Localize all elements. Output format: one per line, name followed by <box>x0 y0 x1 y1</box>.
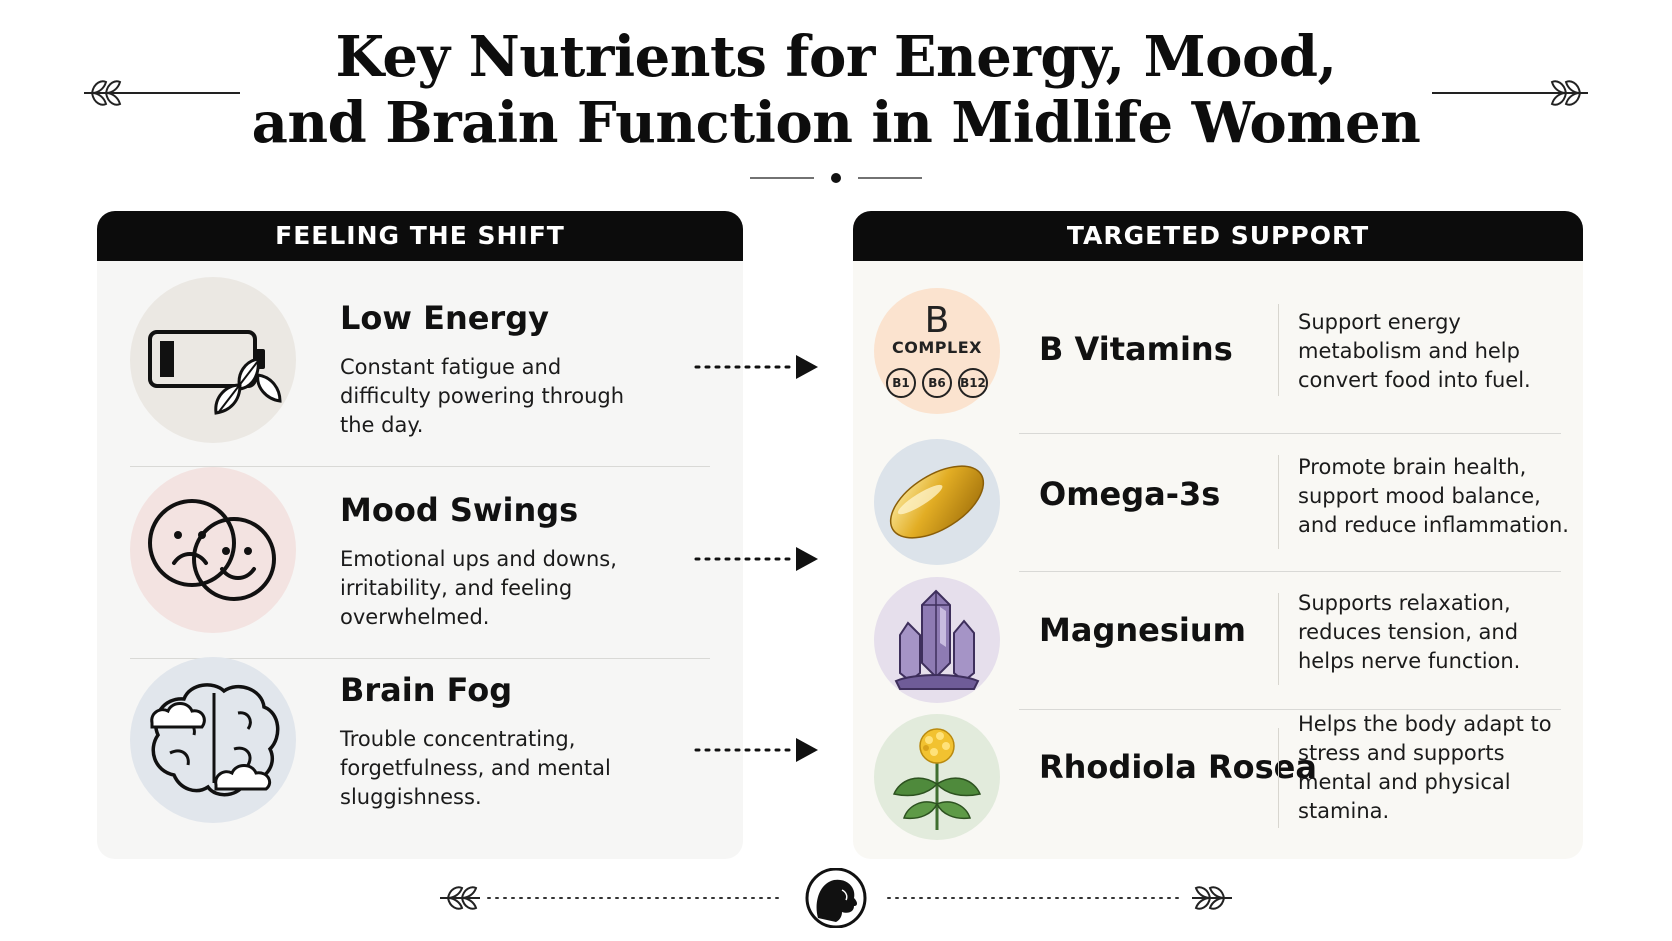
title-line-2: and Brain Function in Midlife Women <box>251 90 1421 156</box>
nutrient-rhodiola-rosea: Rhodiola Rosea Helps the body adapt to s… <box>853 712 1583 850</box>
targeted-support-panel: TARGETED SUPPORT B COMPLEX B1 B6 B12 B V… <box>853 211 1583 859</box>
foggy-brain-icon <box>150 683 280 797</box>
mood-swings-title: Mood Swings <box>340 491 579 529</box>
brain-fog-circle <box>130 657 296 823</box>
page-title: Key Nutrients for Energy, Mood, and Brai… <box>0 24 1672 156</box>
nutrient-vertical-divider <box>1278 728 1279 828</box>
omega-3s-name: Omega-3s <box>1039 475 1221 513</box>
nutrient-b-vitamins: B COMPLEX B1 B6 B12 B Vitamins Support e… <box>853 288 1583 424</box>
brain-fog-title: Brain Fog <box>340 671 513 709</box>
b6-badge: B6 <box>922 368 952 398</box>
mood-swings-description: Emotional ups and downs, irritability, a… <box>340 547 617 629</box>
rhodiola-circle <box>874 714 1000 840</box>
woman-profile-icon <box>805 868 867 928</box>
symptom-mood-swings: Mood Swings Emotional ups and downs, irr… <box>97 453 743 643</box>
nutrient-vertical-divider <box>1278 455 1279 549</box>
sad-happy-faces-icon <box>148 499 276 601</box>
title-divider <box>750 173 922 183</box>
omega-circle <box>874 439 1000 565</box>
targeted-support-header: TARGETED SUPPORT <box>853 211 1583 261</box>
right-laurel-ornament-icon <box>1432 80 1588 106</box>
feeling-the-shift-panel: FEELING THE SHIFT Low Energy Constant fa… <box>97 211 743 859</box>
title-line-1: Key Nutrients for Energy, Mood, <box>335 24 1337 90</box>
footer-ornament <box>440 868 1232 928</box>
dotted-arrow-icon <box>694 355 818 379</box>
symptom-low-energy: Low Energy Constant fatigue and difficul… <box>97 261 743 451</box>
dotted-arrow-icon <box>694 547 818 571</box>
b-vitamins-name: B Vitamins <box>1039 330 1233 368</box>
brain-fog-description: Trouble concentrating, forgetfulness, an… <box>340 727 611 809</box>
dotted-arrow-icon <box>694 738 818 762</box>
left-row-divider <box>130 658 710 659</box>
footer-right-laurel-icon <box>1192 886 1232 910</box>
b12-badge: B12 <box>958 368 988 398</box>
b-complex-icon: B COMPLEX B1 B6 B12 <box>874 288 1000 414</box>
symptom-brain-fog: Brain Fog Trouble concentrating, forgetf… <box>97 645 743 835</box>
right-row-divider <box>1019 571 1561 572</box>
right-row-divider <box>1019 709 1561 710</box>
magnesium-description: Supports relaxation, reduces tension, an… <box>1298 591 1521 673</box>
footer-left-laurel-icon <box>440 886 480 910</box>
crystal-icon <box>894 589 980 690</box>
low-battery-icon <box>148 330 282 415</box>
rhodiola-rosea-name: Rhodiola Rosea <box>1039 748 1317 786</box>
mood-swings-circle <box>130 467 296 633</box>
left-row-divider <box>130 466 710 467</box>
left-laurel-ornament-icon <box>84 80 240 106</box>
feeling-the-shift-header: FEELING THE SHIFT <box>97 211 743 261</box>
nutrient-magnesium: Magnesium Supports relaxation, reduces t… <box>853 577 1583 713</box>
nutrient-omega-3s: Omega-3s Promote brain health, support m… <box>853 439 1583 575</box>
b1-badge: B1 <box>886 368 916 398</box>
b-complex-label: COMPLEX <box>892 338 982 357</box>
magnesium-name: Magnesium <box>1039 611 1246 649</box>
b-complex-letter: B <box>924 300 950 341</box>
low-energy-description: Constant fatigue and difficulty powering… <box>340 355 625 437</box>
right-row-divider <box>1019 433 1561 434</box>
low-energy-circle <box>130 277 296 443</box>
omega-3s-description: Promote brain health, support mood balan… <box>1298 455 1569 537</box>
rhodiola-flower-icon <box>892 728 982 830</box>
nutrient-vertical-divider <box>1278 304 1279 396</box>
softgel-capsule-icon <box>889 465 985 539</box>
rhodiola-rosea-description: Helps the body adapt to stress and suppo… <box>1298 712 1552 823</box>
b-vitamins-description: Support energy metabolism and help conve… <box>1298 310 1531 392</box>
nutrient-vertical-divider <box>1278 593 1279 685</box>
low-energy-title: Low Energy <box>340 299 549 337</box>
magnesium-circle <box>874 577 1000 703</box>
